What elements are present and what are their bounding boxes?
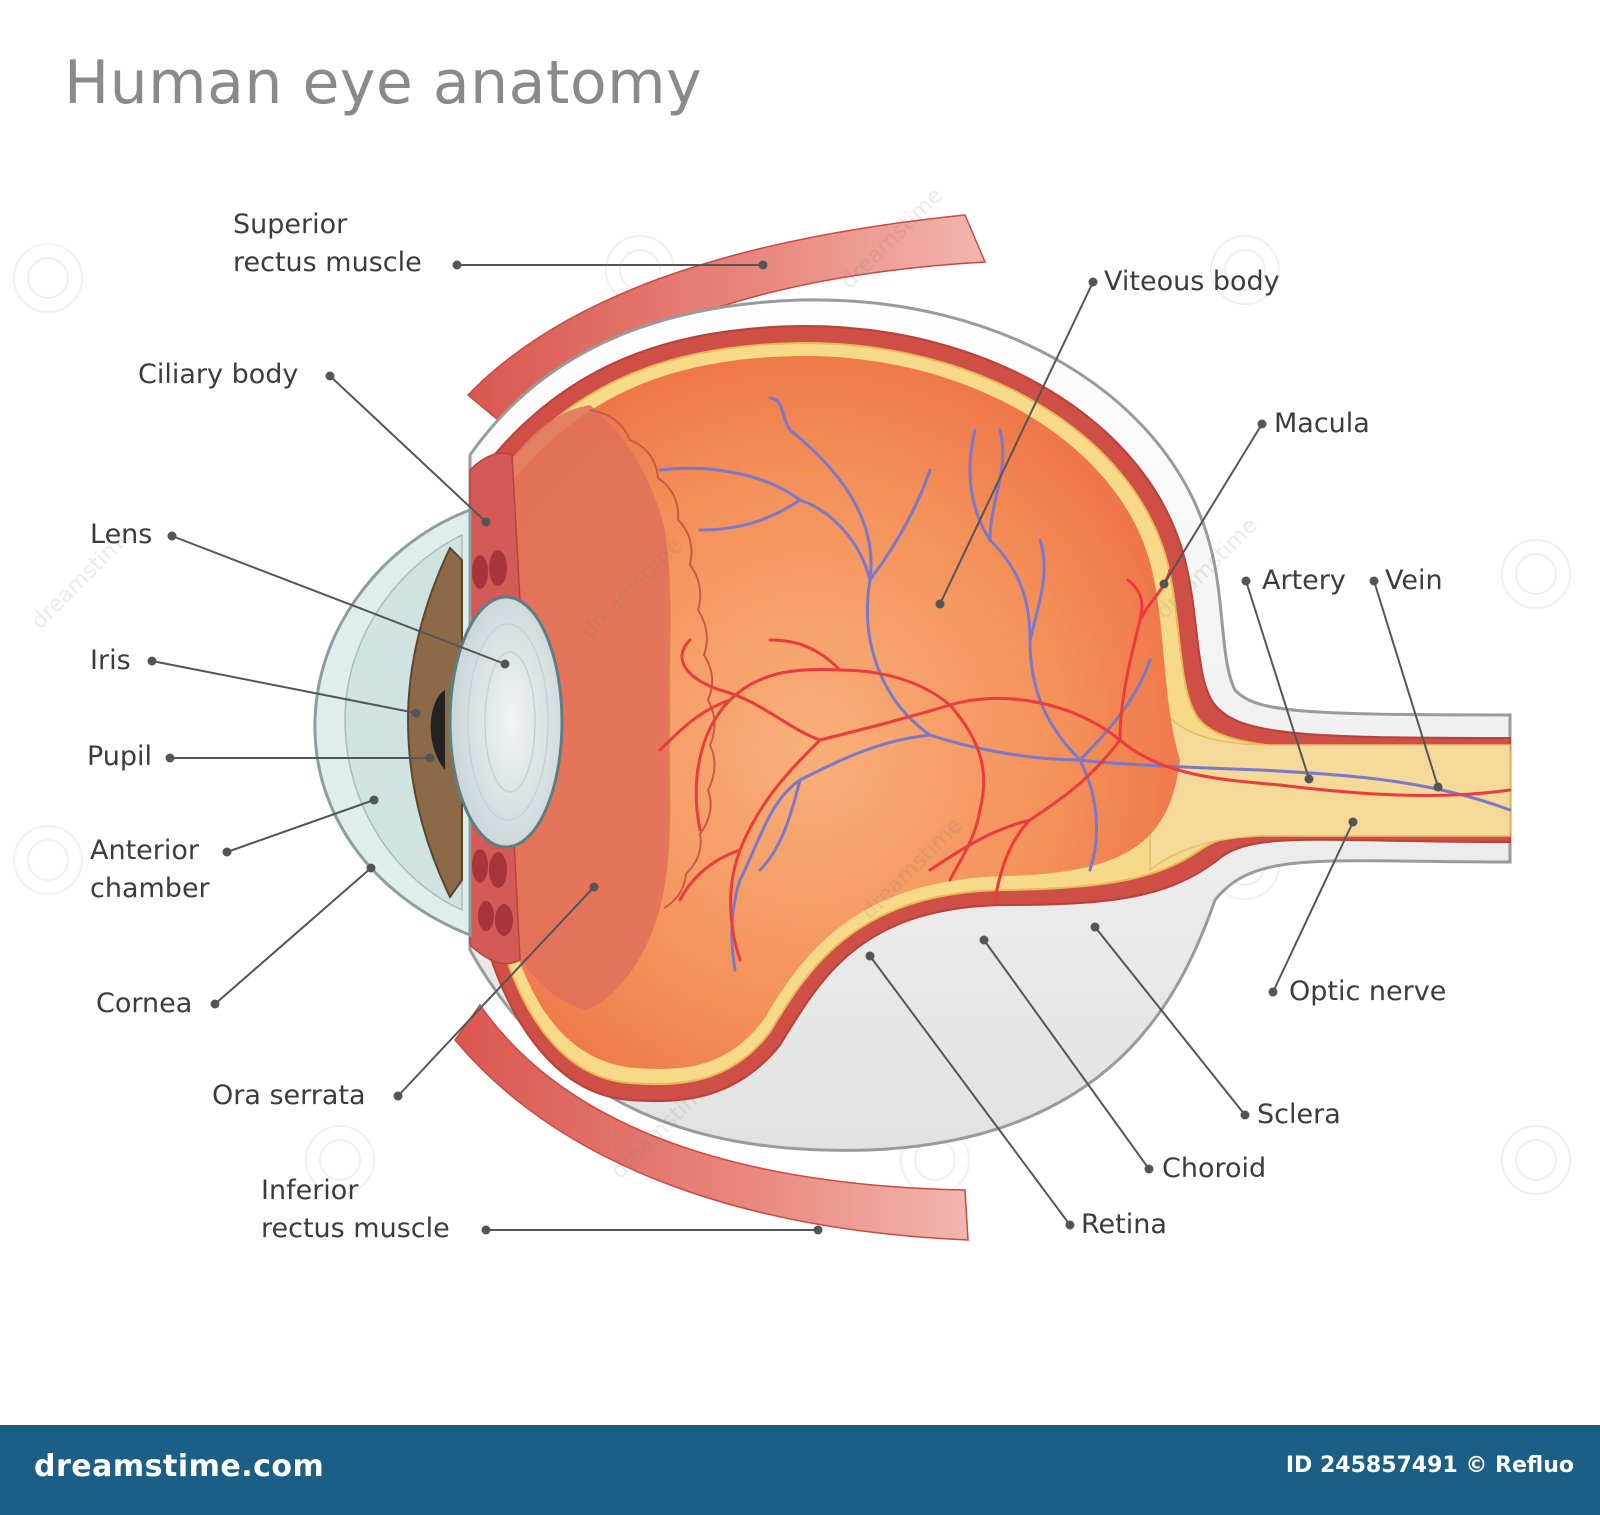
footer-bar: dreamstime.com ID 245857491 © Refluo <box>0 1425 1600 1515</box>
footer-image-id: ID 245857491 © Refluo <box>1285 1453 1574 1478</box>
label-line: rectus muscle <box>233 247 422 278</box>
label-retina: Retina <box>1081 1209 1167 1240</box>
label-artery: Artery <box>1262 565 1346 596</box>
label-line: Inferior <box>261 1175 359 1206</box>
arteries <box>658 568 1512 962</box>
label-anterior-chamber: Anterior chamber <box>90 832 210 908</box>
label-superior-rectus-muscle: Superior rectus muscle <box>233 206 422 282</box>
lens <box>448 595 564 849</box>
leader-dots <box>147 260 1443 1235</box>
inferior-rectus-muscle <box>454 1003 969 1241</box>
footer-brand: dreamstime.com <box>34 1449 325 1484</box>
leader-lines <box>151 264 1439 1231</box>
pupil <box>430 690 445 770</box>
label-viteous-body: Viteous body <box>1104 266 1280 297</box>
label-line: rectus muscle <box>261 1213 450 1244</box>
label-pupil: Pupil <box>87 741 153 772</box>
veins <box>658 396 1512 972</box>
label-lens: Lens <box>90 519 153 550</box>
label-sclera: Sclera <box>1257 1099 1341 1130</box>
label-cornea: Cornea <box>96 988 193 1019</box>
label-ora-serrata: Ora serrata <box>212 1080 366 1111</box>
label-line: Superior <box>233 209 348 240</box>
label-choroid: Choroid <box>1162 1153 1267 1184</box>
label-macula: Macula <box>1274 408 1370 439</box>
ciliary-processes <box>472 550 513 936</box>
label-iris: Iris <box>90 645 131 676</box>
label-ciliary-body: Ciliary body <box>138 359 299 390</box>
label-line: Anterior <box>90 835 200 866</box>
ora-serrata <box>505 405 716 1010</box>
page-title: Human eye anatomy <box>64 48 703 118</box>
label-inferior-rectus-muscle: Inferior rectus muscle <box>261 1172 450 1248</box>
label-line: chamber <box>90 873 210 904</box>
vitreous-body <box>505 355 1180 1069</box>
label-optic-nerve: Optic nerve <box>1289 976 1447 1007</box>
eye-diagram: dreamstime dreamstime dreamstime dreamst… <box>13 183 1571 1241</box>
label-vein: Vein <box>1385 565 1443 596</box>
